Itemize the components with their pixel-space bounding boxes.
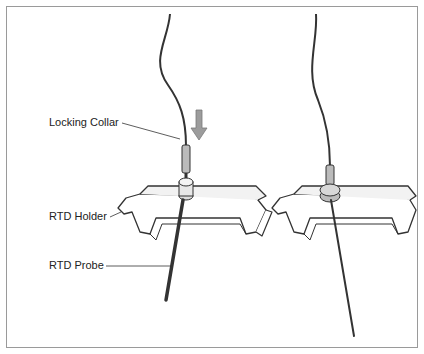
frame [7, 7, 418, 348]
rtd-holder [272, 186, 416, 240]
part-label: Locking Collar [48, 116, 120, 129]
insert-arrow [191, 110, 207, 140]
leader-line [106, 266, 173, 267]
leader-line [122, 123, 180, 139]
cable [160, 14, 186, 146]
rtd-probe [166, 200, 183, 300]
probe-sleeve [326, 165, 334, 185]
rtd-probe [331, 200, 354, 336]
locking-collar [179, 178, 193, 200]
part-label: RTD Probe [48, 259, 105, 272]
leader-line [110, 212, 121, 217]
locking-collar [320, 184, 340, 202]
part-label: RTD Holder [48, 210, 108, 223]
probe-sleeve [182, 145, 190, 173]
cable [312, 14, 330, 166]
rtd-holder [118, 186, 272, 240]
